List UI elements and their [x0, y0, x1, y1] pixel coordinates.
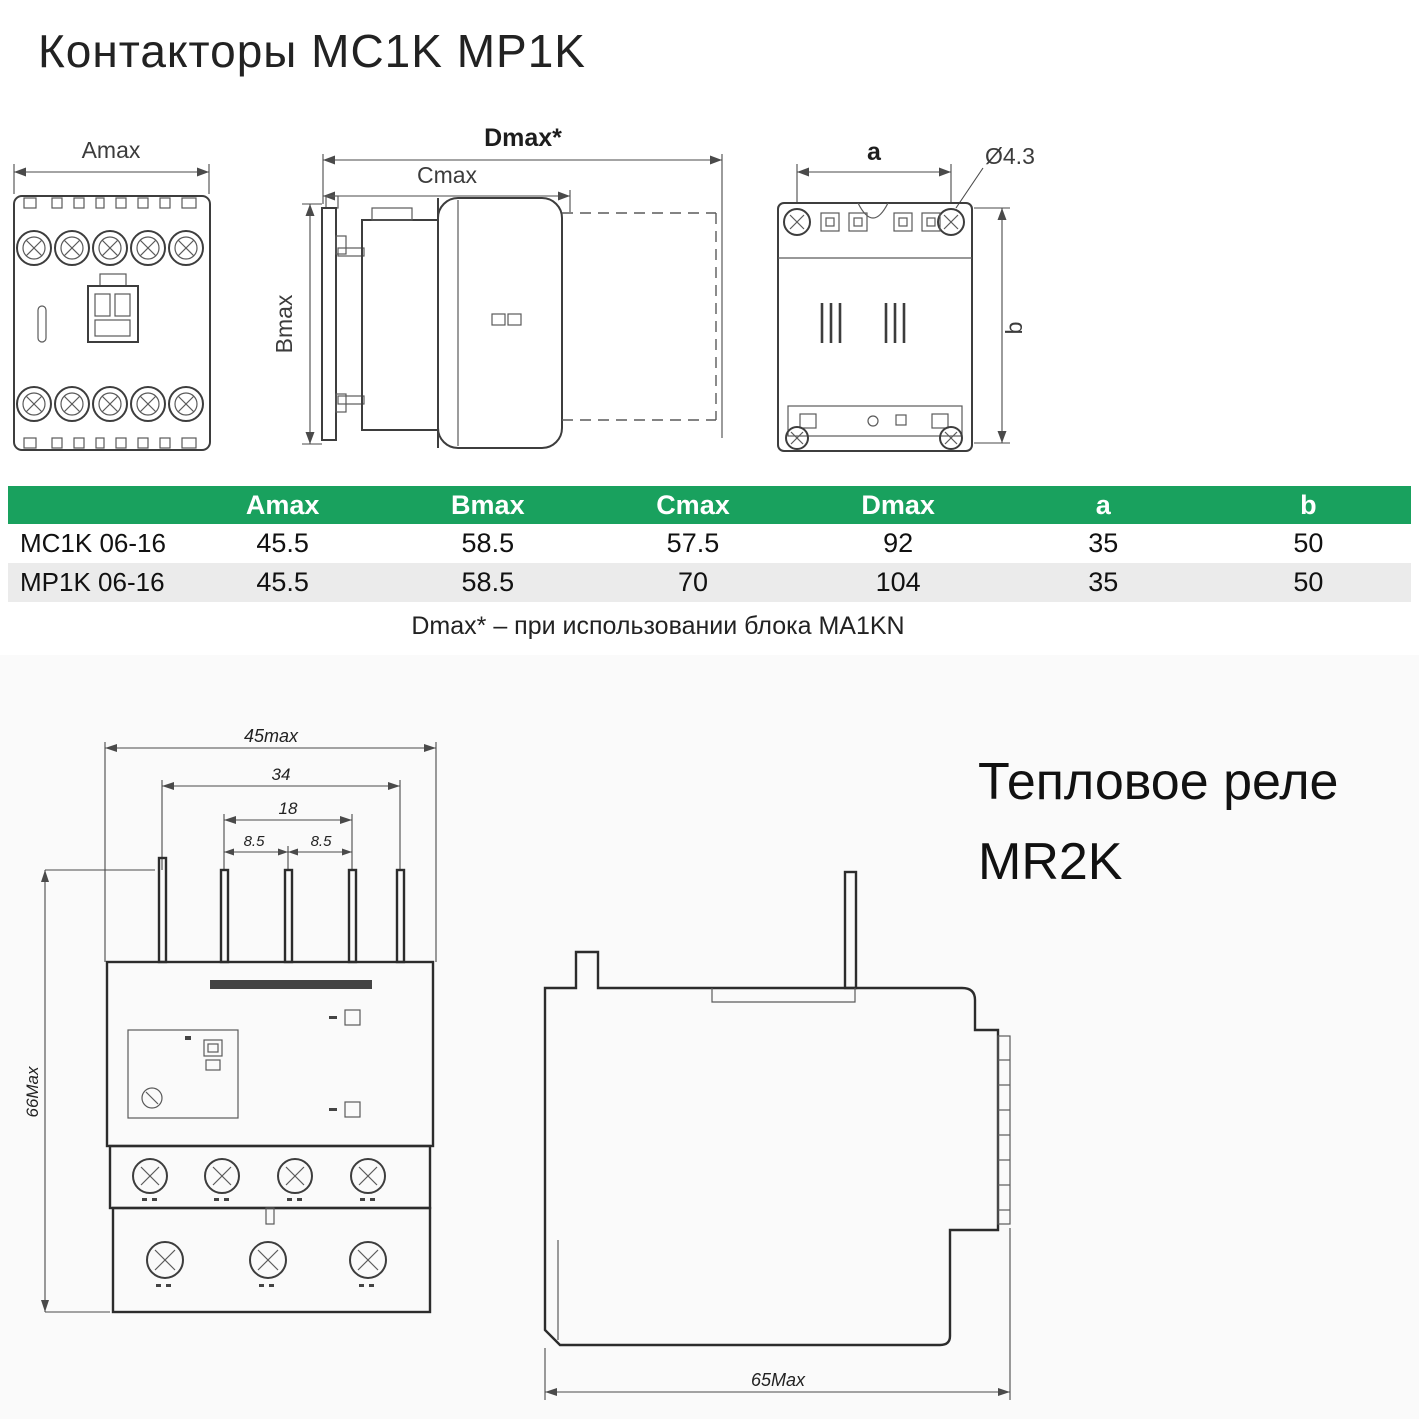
row-name-mp1k: MP1K 06-16: [8, 563, 181, 602]
front-view-bottom-screws: [16, 386, 204, 422]
table-cell: 50: [1205, 563, 1411, 602]
table-cell: 58.5: [385, 563, 591, 602]
page-title: Контакторы MC1K MP1K: [38, 25, 586, 77]
relay-dim-66max: 66Max: [23, 1066, 42, 1118]
front-view-top-tabs: [23, 197, 197, 209]
table-cell: 35: [1000, 563, 1206, 602]
relay-side-ridges: [997, 1035, 1011, 1225]
rear-view-din-rail: [785, 405, 963, 450]
thermal-relay-drawings: 45max 34 18 8.5 8.5: [23, 726, 1011, 1400]
table-header-amax: Amax: [180, 486, 386, 524]
relay-lower-terminals: [146, 1241, 387, 1287]
relay-side-view: 65Max: [543, 870, 1011, 1400]
table-cell: 92: [795, 524, 1001, 563]
table-header-cmax: Cmax: [590, 486, 796, 524]
contactor-side-view: Dmax* Cmax Bmax: [271, 124, 723, 449]
relay-model-name: MR2K: [978, 833, 1123, 891]
table-row-mp1k: MP1K 06-16 45.5 58.5 70 104 35 50: [8, 563, 1411, 602]
contactor-rear-view: a Ø4.3 b: [777, 138, 1035, 452]
table-cell: 104: [795, 563, 1001, 602]
relay-dim-34: 34: [272, 765, 291, 784]
relay-dim-85-right: 8.5: [311, 833, 333, 850]
side-view-cmax-label: Cmax: [417, 162, 478, 188]
front-view-mechanism: [37, 273, 139, 343]
table-cell: 57.5: [590, 524, 796, 563]
table-cell: 58.5: [385, 524, 591, 563]
bottom-section-background: [0, 655, 1419, 1419]
front-view-amax-label: Amax: [82, 137, 141, 163]
dimensions-table: Amax Bmax Cmax Dmax a b MC1K 06-16 45.5 …: [8, 486, 1411, 602]
relay-inner-panel: [127, 1029, 239, 1119]
table-header-a: a: [1000, 486, 1206, 524]
relay-pins: [157, 856, 406, 964]
rear-view-vents: [820, 303, 906, 343]
relay-dim-85-left: 8.5: [244, 833, 266, 850]
rear-view-hole-diameter-label: Ø4.3: [985, 143, 1035, 169]
table-cell: 45.5: [180, 563, 386, 602]
relay-dim-18: 18: [279, 799, 298, 818]
table-cell: 70: [590, 563, 796, 602]
rear-view-b-label: b: [1001, 322, 1027, 335]
relay-dim-45max: 45max: [244, 726, 299, 746]
table-footnote: Dmax* – при использовании блока MA1KN: [411, 612, 905, 640]
table-cell: 45.5: [180, 524, 386, 563]
table-cell: 50: [1205, 524, 1411, 563]
table-header-bmax: Bmax: [385, 486, 591, 524]
rear-view-mount-screws: [783, 208, 965, 236]
front-view-top-screws: [16, 230, 204, 266]
side-view-dmax-label: Dmax*: [484, 124, 562, 152]
side-view-bmax-label: Bmax: [271, 294, 297, 353]
table-row-mc1k: MC1K 06-16 45.5 58.5 57.5 92 35 50: [8, 524, 1411, 563]
contactor-front-view: Amax: [13, 137, 211, 451]
contactor-drawings: Amax: [13, 124, 1035, 452]
table-header-row: Amax Bmax Cmax Dmax a b: [8, 486, 1411, 524]
rear-view-a-label: a: [867, 138, 882, 166]
front-view-bottom-tabs: [23, 437, 197, 449]
row-name-mc1k: MC1K 06-16: [8, 524, 181, 563]
relay-dim-65max: 65Max: [751, 1370, 806, 1390]
table-header-empty: [8, 486, 181, 524]
table-header-b: b: [1205, 486, 1411, 524]
relay-front-view: 45max 34 18 8.5 8.5: [23, 726, 437, 1314]
table-cell: 35: [1000, 524, 1206, 563]
relay-upper-terminals: [132, 1158, 386, 1201]
relay-section-title: Тепловое реле: [978, 753, 1339, 811]
table-header-dmax: Dmax: [795, 486, 1001, 524]
